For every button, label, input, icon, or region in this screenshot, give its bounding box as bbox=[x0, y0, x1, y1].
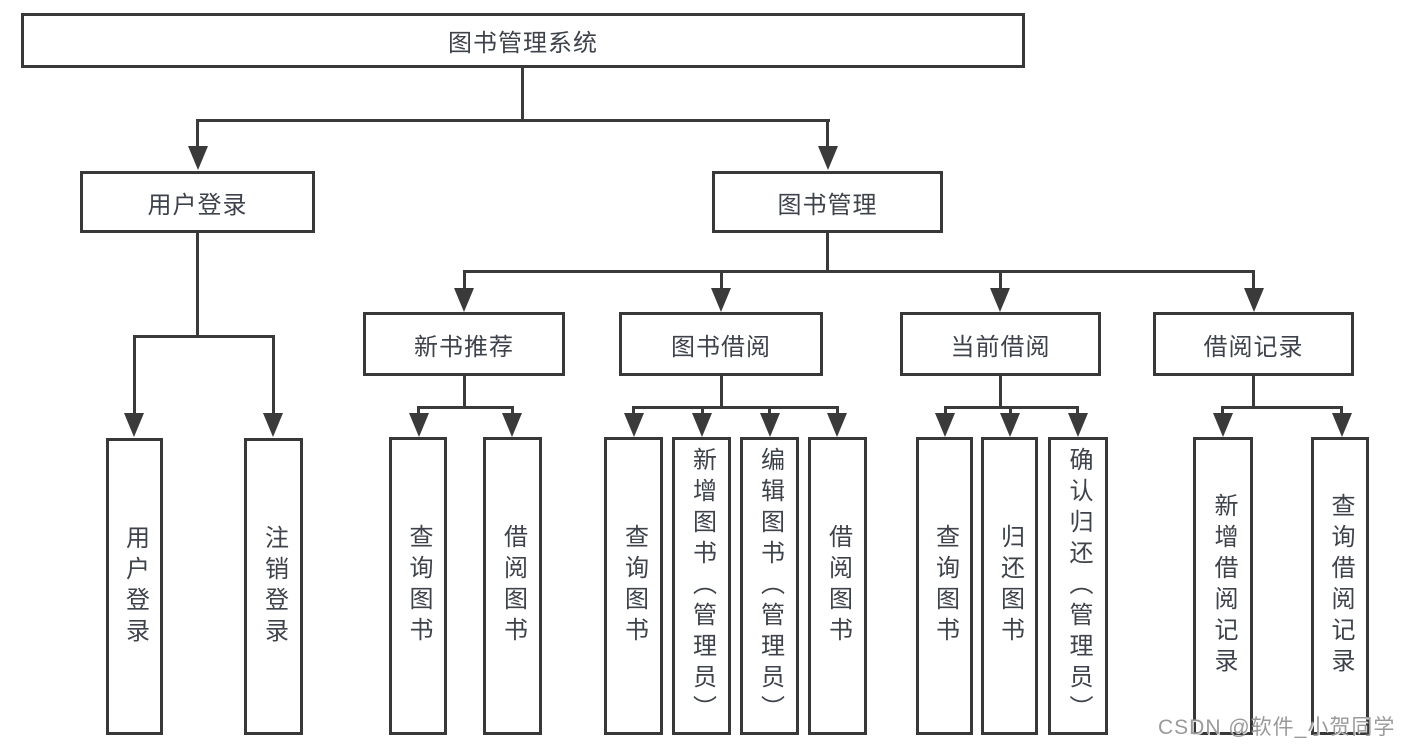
arrow-down-icon bbox=[1332, 413, 1352, 437]
node-label: 归还图书 bbox=[996, 524, 1024, 648]
connector-line bbox=[720, 270, 723, 292]
connector-line bbox=[632, 406, 635, 417]
arrow-down-icon bbox=[1244, 288, 1264, 312]
node-leaf-user-login: 用户登录 bbox=[106, 438, 163, 735]
connector-line bbox=[826, 233, 829, 273]
connector-line bbox=[1221, 406, 1224, 417]
arrow-down-icon bbox=[263, 413, 283, 437]
connector-line bbox=[633, 406, 838, 409]
node-leaf-query-books-borrow: 查询图书 bbox=[604, 437, 663, 735]
node-book-management: 图书管理 bbox=[712, 171, 943, 233]
connector-line bbox=[768, 406, 771, 417]
arrow-down-icon bbox=[935, 413, 955, 437]
node-new-book-recommendation: 新书推荐 bbox=[363, 312, 565, 376]
node-label: 用户登录 bbox=[121, 524, 149, 649]
node-label: 确认归还（管理员） bbox=[1065, 446, 1092, 726]
node-label: 图书借阅 bbox=[671, 333, 771, 361]
connector-line bbox=[511, 406, 514, 417]
arrow-down-icon bbox=[409, 413, 429, 437]
node-label: 图书管理系统 bbox=[448, 30, 598, 57]
connector-line bbox=[1076, 406, 1079, 417]
node-label: 注销登录 bbox=[260, 524, 288, 649]
arrow-down-icon bbox=[827, 413, 847, 437]
connector-line bbox=[701, 406, 704, 417]
connector-line bbox=[272, 335, 275, 417]
connector-line bbox=[196, 119, 199, 150]
node-current-borrowing: 当前借阅 bbox=[900, 312, 1101, 376]
node-leaf-add-borrow-record: 新增借阅记录 bbox=[1193, 437, 1253, 735]
arrow-down-icon bbox=[1068, 413, 1088, 437]
node-label: 借阅记录 bbox=[1203, 333, 1304, 361]
node-label: 借阅图书 bbox=[824, 524, 852, 648]
node-label: 查询图书 bbox=[620, 524, 648, 648]
connector-line bbox=[1340, 406, 1343, 417]
node-leaf-logout: 注销登录 bbox=[244, 438, 303, 735]
connector-line bbox=[1252, 270, 1255, 292]
node-leaf-confirm-return-admin: 确认归还（管理员） bbox=[1048, 437, 1108, 735]
node-borrowing-records: 借阅记录 bbox=[1153, 312, 1354, 376]
connector-line bbox=[720, 376, 723, 408]
node-leaf-return-books: 归还图书 bbox=[981, 437, 1038, 735]
connector-line bbox=[417, 406, 514, 409]
csdn-watermark: CSDN @软件_小贺同学 bbox=[1158, 716, 1396, 739]
connector-line bbox=[944, 406, 947, 417]
node-leaf-query-books-current: 查询图书 bbox=[916, 437, 973, 735]
connector-line bbox=[197, 119, 830, 122]
node-label: 查询借阅记录 bbox=[1327, 493, 1354, 679]
arrow-down-icon bbox=[711, 288, 731, 312]
node-label: 新增借阅记录 bbox=[1210, 493, 1237, 679]
connector-line bbox=[826, 119, 829, 150]
node-leaf-add-books-admin: 新增图书（管理员） bbox=[672, 437, 731, 735]
arrow-down-icon bbox=[502, 413, 522, 437]
connector-line bbox=[1252, 376, 1255, 408]
arrow-down-icon bbox=[760, 413, 780, 437]
arrow-down-icon bbox=[188, 146, 208, 170]
connector-line bbox=[521, 68, 524, 122]
arrow-down-icon bbox=[454, 288, 474, 312]
connector-line bbox=[196, 233, 199, 337]
node-leaf-query-books-recommend: 查询图书 bbox=[389, 437, 447, 735]
connector-line bbox=[463, 270, 1255, 273]
connector-line bbox=[463, 376, 466, 408]
node-label: 图书管理 bbox=[777, 191, 878, 219]
arrow-down-icon bbox=[1000, 413, 1020, 437]
node-label: 用户登录 bbox=[147, 191, 248, 219]
arrow-down-icon bbox=[990, 288, 1010, 312]
connector-line bbox=[417, 406, 420, 417]
node-label: 借阅图书 bbox=[499, 524, 527, 648]
arrow-down-icon bbox=[124, 413, 144, 437]
arrow-down-icon bbox=[818, 146, 838, 170]
node-user-login: 用户登录 bbox=[80, 171, 315, 233]
connector-line bbox=[836, 406, 839, 417]
connector-line bbox=[1221, 406, 1343, 409]
node-label: 新书推荐 bbox=[414, 333, 514, 361]
node-library-management-system: 图书管理系统 bbox=[21, 13, 1025, 68]
node-label: 当前借阅 bbox=[950, 333, 1051, 361]
node-leaf-query-borrow-record: 查询借阅记录 bbox=[1311, 437, 1369, 735]
connector-line bbox=[1009, 406, 1012, 417]
connector-line bbox=[463, 270, 466, 292]
node-book-borrowing: 图书借阅 bbox=[619, 312, 823, 376]
arrow-down-icon bbox=[692, 413, 712, 437]
connector-line bbox=[133, 335, 275, 338]
connector-line bbox=[999, 270, 1002, 292]
node-leaf-borrow-books: 借阅图书 bbox=[808, 437, 867, 735]
node-leaf-edit-books-admin: 编辑图书（管理员） bbox=[740, 437, 799, 735]
node-leaf-borrow-books-recommend: 借阅图书 bbox=[483, 437, 542, 735]
node-label: 查询图书 bbox=[931, 524, 959, 648]
arrow-down-icon bbox=[624, 413, 644, 437]
node-label: 新增图书（管理员） bbox=[688, 446, 716, 726]
connector-line bbox=[133, 335, 136, 417]
node-label: 编辑图书（管理员） bbox=[756, 446, 784, 726]
arrow-down-icon bbox=[1213, 413, 1233, 437]
connector-line bbox=[999, 376, 1002, 408]
node-label: 查询图书 bbox=[405, 524, 432, 648]
